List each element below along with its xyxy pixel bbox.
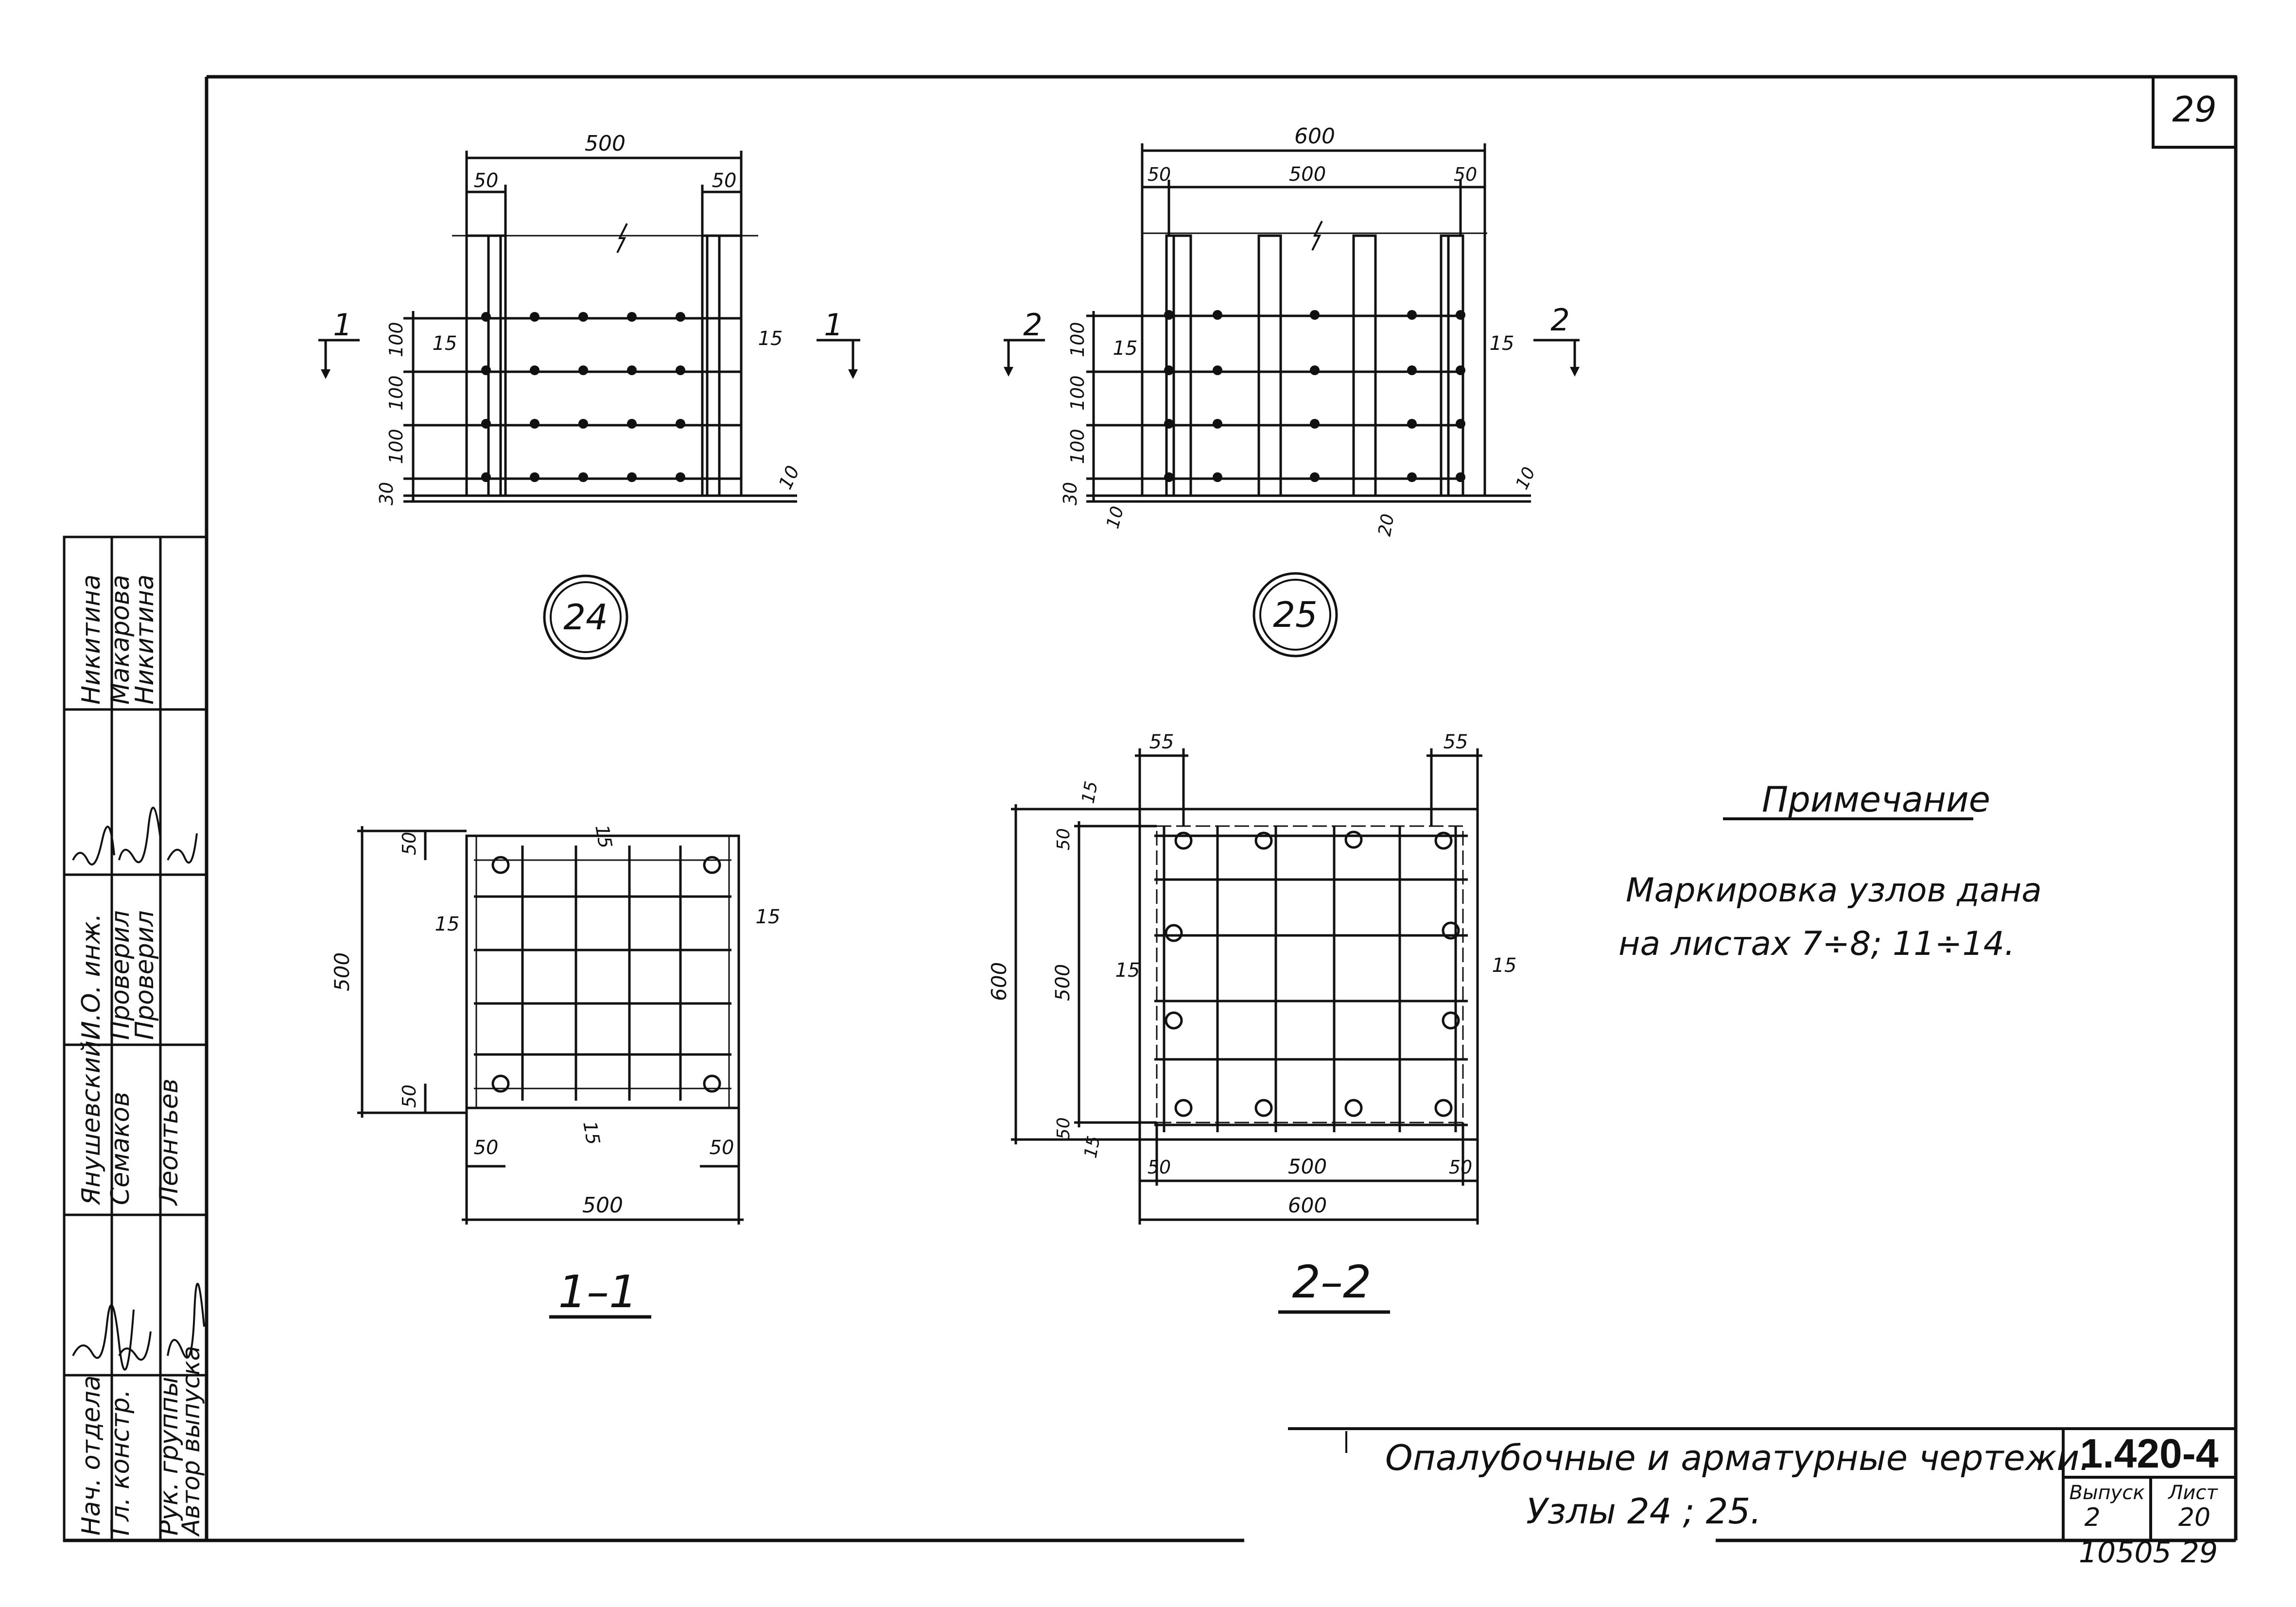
- node-24-number: 24: [563, 597, 608, 638]
- node-25-number: 25: [1273, 594, 1318, 635]
- issue-label: Выпуск: [2070, 1482, 2145, 1504]
- dim-25-right-edge: 50: [1454, 164, 1477, 185]
- dim-25-offset-right: 15: [1490, 332, 1514, 355]
- role-checked-1: Проверил: [106, 910, 135, 1040]
- dim-11-offset-left: 15: [435, 913, 460, 935]
- dim-24-left-edge: 50: [474, 170, 499, 192]
- issue-value: 2: [2084, 1503, 2100, 1532]
- dim-11-right-edge: 50: [710, 1137, 734, 1159]
- dim-22-top-right: 55: [1444, 731, 1468, 753]
- name-makarova: Макарова: [106, 575, 135, 705]
- note-heading: Примечание: [1762, 779, 1990, 820]
- role-checked-2: Проверил: [130, 910, 159, 1040]
- dim-11-left-edge: 50: [474, 1137, 499, 1159]
- section-1-1-title: 1–1: [549, 1266, 651, 1319]
- dim-24-spacing-1: 100: [385, 322, 407, 357]
- title-block-text: Опалубочные и арматурные чертежи. Узлы 2…: [1385, 1431, 2219, 1570]
- name-leontiev: Леонтьев: [155, 1079, 184, 1206]
- title-line-2: Узлы 24 ; 25.: [1526, 1491, 1761, 1532]
- dim-24-offset-left: 15: [433, 332, 457, 355]
- dim-24-overall: 500: [585, 131, 626, 156]
- dim-25-bottom-left: 10: [1103, 504, 1128, 531]
- sheet-corner-number: 29: [2172, 89, 2217, 130]
- doc-code: 1.420-4: [2080, 1431, 2219, 1476]
- dim-24-offset-right: 15: [758, 328, 783, 350]
- note-block: Примечание Маркировка узлов дана на лист…: [1618, 779, 2042, 963]
- title-block: [1288, 1427, 2236, 1540]
- dim-25-spacing-3: 100: [1067, 429, 1088, 464]
- section-arrow-1-right: 1: [824, 307, 843, 343]
- dim-22-top-edge: 50: [1054, 828, 1074, 850]
- section-1-1-label: 1–1: [558, 1266, 637, 1318]
- role-issue-author: Автор выпуска: [177, 1346, 205, 1537]
- node-24-rebar-dots: [321, 312, 858, 482]
- dim-25-overall: 600: [1294, 124, 1335, 149]
- dim-25-spacing-2: 100: [1067, 375, 1088, 411]
- dim-24-bottom: 30: [376, 482, 397, 505]
- dim-24-spacing-2: 100: [385, 375, 407, 411]
- dim-22-top-left: 55: [1149, 731, 1174, 753]
- name-semakov: Семаков: [106, 1092, 135, 1205]
- node-24-label: 24: [543, 574, 628, 660]
- role-head-of-dept: Нач. отдела: [77, 1375, 106, 1536]
- role-chief-designer: Гл. констр.: [106, 1389, 135, 1536]
- dim-24-spacing-3: 100: [385, 429, 407, 464]
- note-line-1: Маркировка узлов дана: [1626, 871, 2042, 910]
- dim-25-left-edge: 50: [1148, 164, 1171, 185]
- dim-22-inner-height: 500: [1052, 964, 1074, 1001]
- section-2-2: [1011, 748, 1482, 1225]
- node-25-label: 25: [1252, 572, 1338, 657]
- dim-22-outer-height: 600: [987, 962, 1011, 1001]
- dim-24-bottom-right: 10: [774, 462, 803, 492]
- note-line-2: на листах 7÷8; 11÷14.: [1618, 925, 2015, 963]
- name-nikitina-2: Никитина: [130, 574, 159, 705]
- node-25-rebar-dots: [1004, 310, 1580, 482]
- dim-25-offset-left: 15: [1113, 337, 1138, 360]
- dim-25-spacing-1: 100: [1067, 322, 1088, 357]
- dim-11-top-edge: 50: [399, 832, 420, 855]
- bottom-code: 10505 29: [2079, 1536, 2218, 1570]
- section-1-1-dimensions: 500 50 50 50 50 500 15 15 15 15: [330, 823, 780, 1218]
- dim-22-bottom-edge: 50: [1054, 1117, 1074, 1140]
- dim-22-left-edge: 50: [1148, 1157, 1171, 1178]
- dim-25-bottom-mid: 20: [1374, 512, 1398, 537]
- dim-11-offset-right: 15: [756, 906, 781, 928]
- dim-25-inner: 500: [1289, 163, 1326, 186]
- dim-11-bottom-edge: 50: [399, 1085, 420, 1108]
- dim-22-offset-top: 15: [1078, 779, 1101, 805]
- section-arrow-2-left: 2: [1023, 307, 1042, 343]
- name-yanushevsky: Янушевский: [77, 1040, 106, 1206]
- role-engineer: И.О. инж.: [77, 913, 106, 1040]
- section-arrow-2-right: 2: [1550, 302, 1569, 338]
- section-2-2-dimensions: 600 500 50 50 55 55 50 50 500 600 15 15 …: [987, 731, 1516, 1217]
- role-group-lead: Рук. группы: [155, 1377, 184, 1536]
- dim-22-offset-left: 15: [1115, 959, 1140, 982]
- dim-22-right-edge: 50: [1449, 1157, 1472, 1178]
- dim-24-right-edge: 50: [712, 170, 737, 192]
- section-2-2-title: 2–2: [1278, 1256, 1390, 1314]
- section-1-1: [357, 826, 744, 1225]
- dim-22-width-outer: 600: [1288, 1193, 1327, 1217]
- dim-25-bottom-right: 10: [1512, 464, 1540, 493]
- dim-22-offset-right: 15: [1492, 954, 1517, 977]
- name-nikitina-1: Никитина: [77, 574, 106, 705]
- sheet-label: Лист: [2167, 1482, 2218, 1504]
- title-line-1: Опалубочные и арматурные чертежи.: [1385, 1437, 2090, 1478]
- dim-22-width-inner: 500: [1288, 1155, 1327, 1178]
- section-2-2-label: 2–2: [1292, 1256, 1371, 1308]
- handwritten-signatures: [72, 807, 205, 1371]
- dim-22-offset-bottom: 15: [1080, 1134, 1104, 1159]
- sheet-value: 20: [2178, 1503, 2210, 1532]
- signature-labels: Нач. отдела Гл. констр. Рук. группы Авто…: [77, 574, 205, 1537]
- dim-11-height: 500: [330, 952, 354, 991]
- section-arrow-1-left: 1: [333, 307, 352, 343]
- dim-11-offset-bottom: 15: [579, 1120, 604, 1146]
- dim-25-bottom: 30: [1060, 482, 1081, 505]
- dim-11-offset-top: 15: [591, 823, 616, 850]
- node-25-elevation: [1004, 143, 1580, 503]
- dim-11-width: 500: [582, 1193, 623, 1218]
- signature-strip: [63, 536, 208, 1542]
